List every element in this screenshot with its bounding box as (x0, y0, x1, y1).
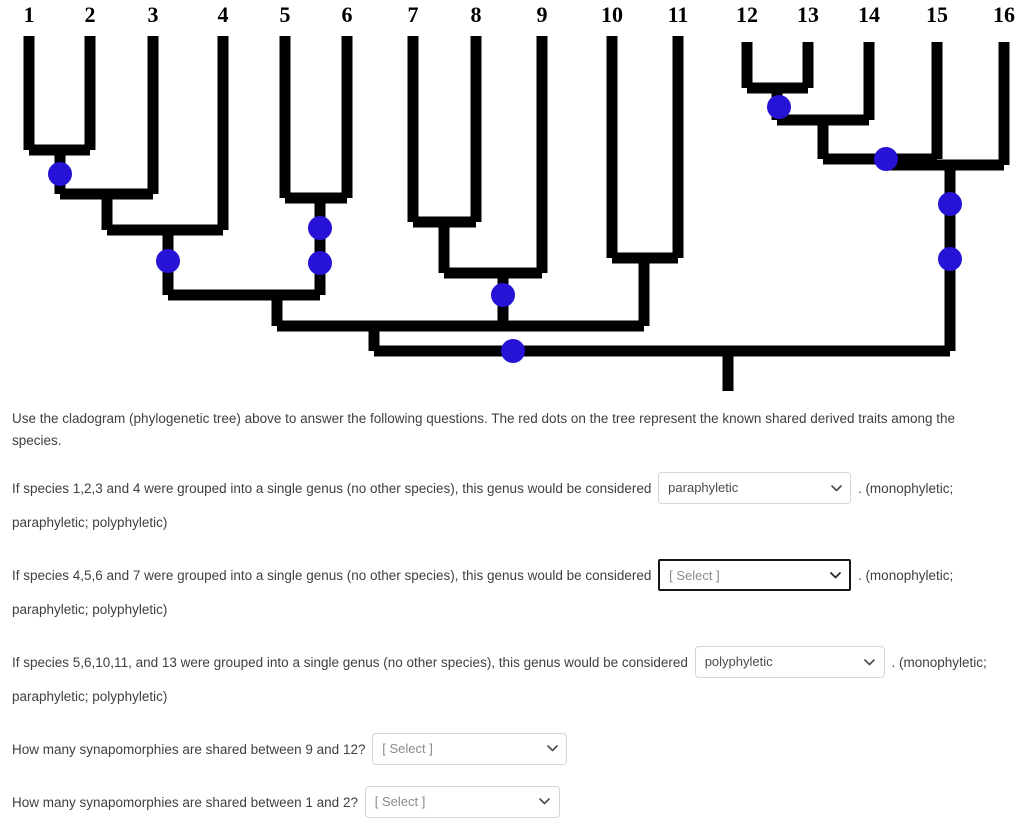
question-4: How many synapomorphies are shared betwe… (12, 732, 1012, 766)
question-5-select-value: [ Select ] (375, 794, 426, 809)
question-1-select[interactable]: paraphyletic (658, 472, 851, 504)
question-3-select-value: polyphyletic (705, 654, 773, 669)
chevron-down-icon (829, 561, 841, 589)
instructions-text: Use the cladogram (phylogenetic tree) ab… (12, 408, 1002, 452)
tip-labels: 1 2 3 4 5 6 7 8 9 10 11 12 13 14 15 16 (24, 2, 1016, 27)
question-1: If species 1,2,3 and 4 were grouped into… (12, 471, 1012, 539)
synapomorphy-dot-789 (491, 283, 515, 307)
chevron-down-icon (539, 787, 551, 817)
synapomorphy-dot-1234 (156, 249, 180, 273)
tip-label-8: 8 (471, 2, 482, 27)
tip-label-1: 1 (24, 2, 35, 27)
cladogram-svg: 1 2 3 4 5 6 7 8 9 10 11 12 13 14 15 16 (0, 0, 1024, 400)
question-4-select[interactable]: [ Select ] (372, 733, 567, 765)
tip-label-3: 3 (148, 2, 159, 27)
chevron-down-icon (864, 647, 876, 677)
question-5: How many synapomorphies are shared betwe… (12, 785, 1012, 818)
chevron-down-icon (830, 473, 842, 503)
synapomorphy-dot-56-lower (308, 251, 332, 275)
page-root: 1 2 3 4 5 6 7 8 9 10 11 12 13 14 15 16 (0, 0, 1024, 770)
question-2: If species 4,5,6 and 7 were grouped into… (12, 558, 1012, 626)
synapomorphy-dot-right-upper (938, 192, 962, 216)
question-2-select[interactable]: [ Select ] (658, 559, 851, 591)
synapomorphy-dot-right-lower (938, 247, 962, 271)
question-3: If species 5,6,10,11, and 13 were groupe… (12, 645, 1012, 713)
question-1-prefix: If species 1,2,3 and 4 were grouped into… (12, 481, 651, 496)
cladogram-figure: 1 2 3 4 5 6 7 8 9 10 11 12 13 14 15 16 (0, 0, 1024, 400)
tip-label-10: 10 (601, 2, 623, 27)
synapomorphy-dot-121314-15 (874, 147, 898, 171)
question-4-prefix: How many synapomorphies are shared betwe… (12, 741, 365, 756)
tip-label-6: 6 (342, 2, 353, 27)
tip-label-2: 2 (85, 2, 96, 27)
tip-label-11: 11 (668, 2, 689, 27)
question-3-select[interactable]: polyphyletic (695, 646, 885, 678)
synapomorphy-dot-12-13 (767, 95, 791, 119)
question-5-prefix: How many synapomorphies are shared betwe… (12, 794, 358, 809)
question-2-select-value: [ Select ] (669, 568, 720, 583)
tip-label-15: 15 (926, 2, 948, 27)
tip-label-4: 4 (218, 2, 229, 27)
questions-section: Use the cladogram (phylogenetic tree) ab… (0, 408, 1024, 818)
tip-label-14: 14 (858, 2, 880, 27)
question-2-prefix: If species 4,5,6 and 7 were grouped into… (12, 568, 651, 583)
tip-label-7: 7 (408, 2, 419, 27)
question-5-select[interactable]: [ Select ] (365, 786, 560, 818)
chevron-down-icon (546, 734, 558, 764)
synapomorphy-dot-56-upper (308, 216, 332, 240)
tree-branches (29, 36, 1004, 391)
tip-label-9: 9 (537, 2, 548, 27)
question-4-select-value: [ Select ] (382, 741, 433, 756)
tip-label-5: 5 (280, 2, 291, 27)
synapomorphy-dot-1-2 (48, 162, 72, 186)
question-3-prefix: If species 5,6,10,11, and 13 were groupe… (12, 655, 688, 670)
synapomorphy-dot-basal (501, 339, 525, 363)
question-1-select-value: paraphyletic (668, 480, 738, 495)
tip-label-13: 13 (797, 2, 819, 27)
tip-label-16: 16 (993, 2, 1015, 27)
tip-label-12: 12 (736, 2, 758, 27)
